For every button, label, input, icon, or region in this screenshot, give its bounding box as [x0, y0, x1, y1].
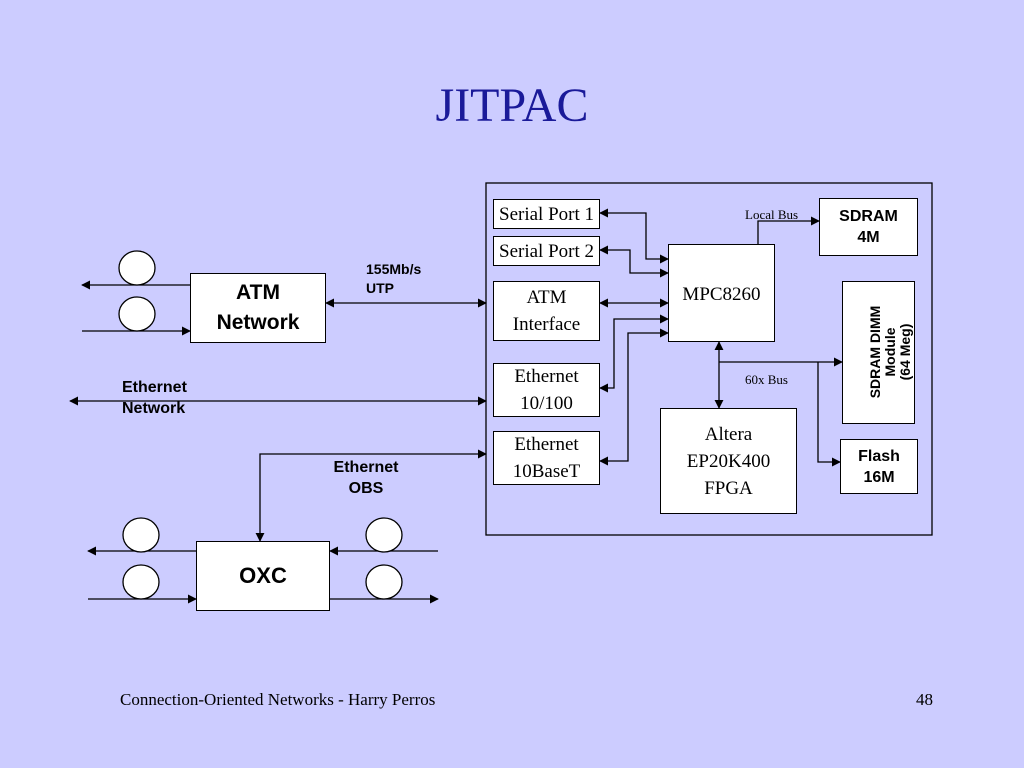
ethernet-network-label: Ethernet Network: [122, 379, 187, 417]
fiber-spool: [118, 250, 156, 286]
local-bus-label: Local Bus: [745, 207, 799, 222]
sdram-dimm-box: [842, 281, 915, 424]
atm-interface-box: ATM Interface: [493, 281, 600, 341]
link-155-utp-label: 155Mb/s UTP: [366, 261, 422, 296]
fiber-spool: [365, 564, 403, 600]
sdram-dimm-label: SDRAM DIMM Module (64 Meg): [867, 305, 913, 399]
fiber-spool: [365, 517, 403, 553]
fiber-spool: [122, 564, 160, 600]
page-number: 48: [916, 690, 933, 709]
sdram-4m-box: SDRAM 4M: [819, 198, 918, 256]
serial-port-1-box: Serial Port 1: [493, 199, 600, 229]
fiber-spool: [118, 296, 156, 332]
60x-bus-label: 60x Bus: [745, 372, 788, 387]
flash-16m-box: Flash 16M: [840, 439, 918, 494]
serial-port-2-box: Serial Port 2: [493, 236, 600, 266]
altera-fpga-box: Altera EP20K400 FPGA: [660, 408, 797, 514]
ethernet-10baset-box: Ethernet 10BaseT: [493, 431, 600, 485]
oxc-box: OXC: [196, 541, 330, 611]
fiber-spool: [122, 517, 160, 553]
slide-title: JITPAC: [435, 79, 589, 132]
mpc8260-box: MPC8260: [668, 244, 775, 342]
footer-source: Connection-Oriented Networks - Harry Per…: [120, 690, 436, 709]
atm-network-box: ATM Network: [190, 273, 326, 343]
ethernet-10-100-box: Ethernet 10/100: [493, 363, 600, 417]
ethernet-obs-label: Ethernet OBS: [333, 459, 399, 497]
